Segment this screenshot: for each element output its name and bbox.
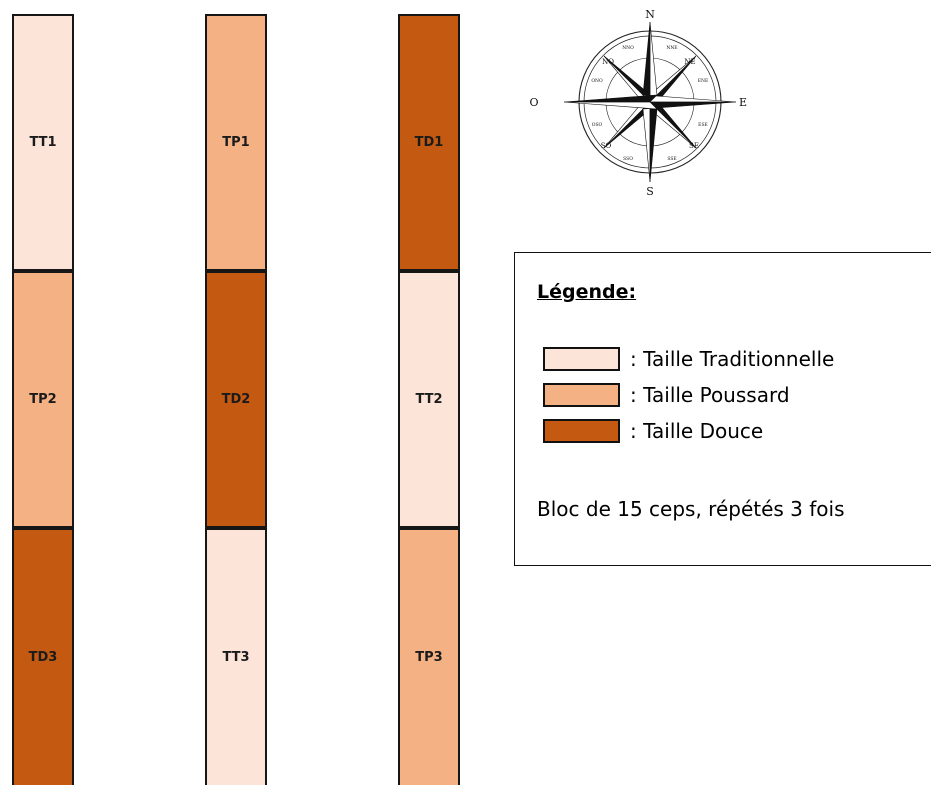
plot-cell: TP1: [205, 14, 267, 271]
plot-cell: TD2: [205, 271, 267, 528]
plot-cell-label: TT3: [222, 650, 250, 665]
compass-sso-label: SSO: [623, 156, 633, 162]
compass-se-label: SE: [689, 142, 699, 150]
plot-cell: TD1: [398, 14, 460, 271]
plot-cell: TP3: [398, 528, 460, 785]
plot-cell: TT3: [205, 528, 267, 785]
compass-nno-label: NNO: [622, 45, 634, 51]
legend-swatch: [543, 347, 620, 371]
legend-label: : Taille Poussard: [630, 383, 790, 407]
compass-nne-label: NNE: [666, 45, 677, 51]
plot-cell-label: TP2: [29, 392, 57, 407]
plot-cell: TD3: [12, 528, 74, 785]
compass-east-label: E: [739, 96, 747, 109]
compass-labels: N S E O NE NO SE SO NNE NNO ENE ONO ESE …: [529, 8, 747, 198]
legend-title: Légende:: [537, 281, 637, 303]
compass-west-label: O: [529, 96, 538, 109]
plot-cell-label: TP3: [415, 650, 443, 665]
plot-cell: TT1: [12, 14, 74, 271]
compass-oso-label: OSO: [592, 122, 603, 128]
plot-row-1: TT1 TP2 TD3: [12, 14, 74, 785]
compass-no-label: NO: [602, 58, 614, 66]
plot-row-3: TD1 TT2 TP3: [398, 14, 460, 785]
compass-ono-label: ONO: [591, 78, 603, 84]
compass-ese-label: ESE: [698, 122, 708, 128]
compass-ne-label: NE: [684, 58, 695, 66]
plot-cell-label: TD1: [414, 135, 444, 150]
compass-rose-icon: N S E O NE NO SE SO NNE NNO ENE ONO ESE …: [529, 8, 747, 198]
plot-cell-label: TD2: [221, 392, 251, 407]
plot-cell-label: TT2: [415, 392, 443, 407]
legend-swatch: [543, 383, 620, 407]
legend-box: Légende: : Taille Traditionnelle : Taill…: [514, 252, 931, 566]
plot-cell-label: TP1: [222, 135, 250, 150]
plot-cell-label: TT1: [29, 135, 57, 150]
compass-north-label: N: [645, 8, 655, 21]
legend-note: Bloc de 15 ceps, répétés 3 fois: [537, 497, 845, 521]
compass-ene-label: ENE: [698, 78, 709, 84]
compass-star: [563, 21, 737, 183]
plot-row-2: TP1 TD2 TT3: [205, 14, 267, 785]
legend-label: : Taille Douce: [630, 419, 764, 443]
plot-cell: TT2: [398, 271, 460, 528]
legend-label: : Taille Traditionnelle: [630, 347, 835, 371]
legend-swatch: [543, 419, 620, 443]
compass-sse-label: SSE: [667, 156, 676, 162]
plot-cell: TP2: [12, 271, 74, 528]
compass-south-label: S: [646, 185, 654, 198]
compass-so-label: SO: [601, 142, 612, 150]
plot-cell-label: TD3: [28, 650, 58, 665]
